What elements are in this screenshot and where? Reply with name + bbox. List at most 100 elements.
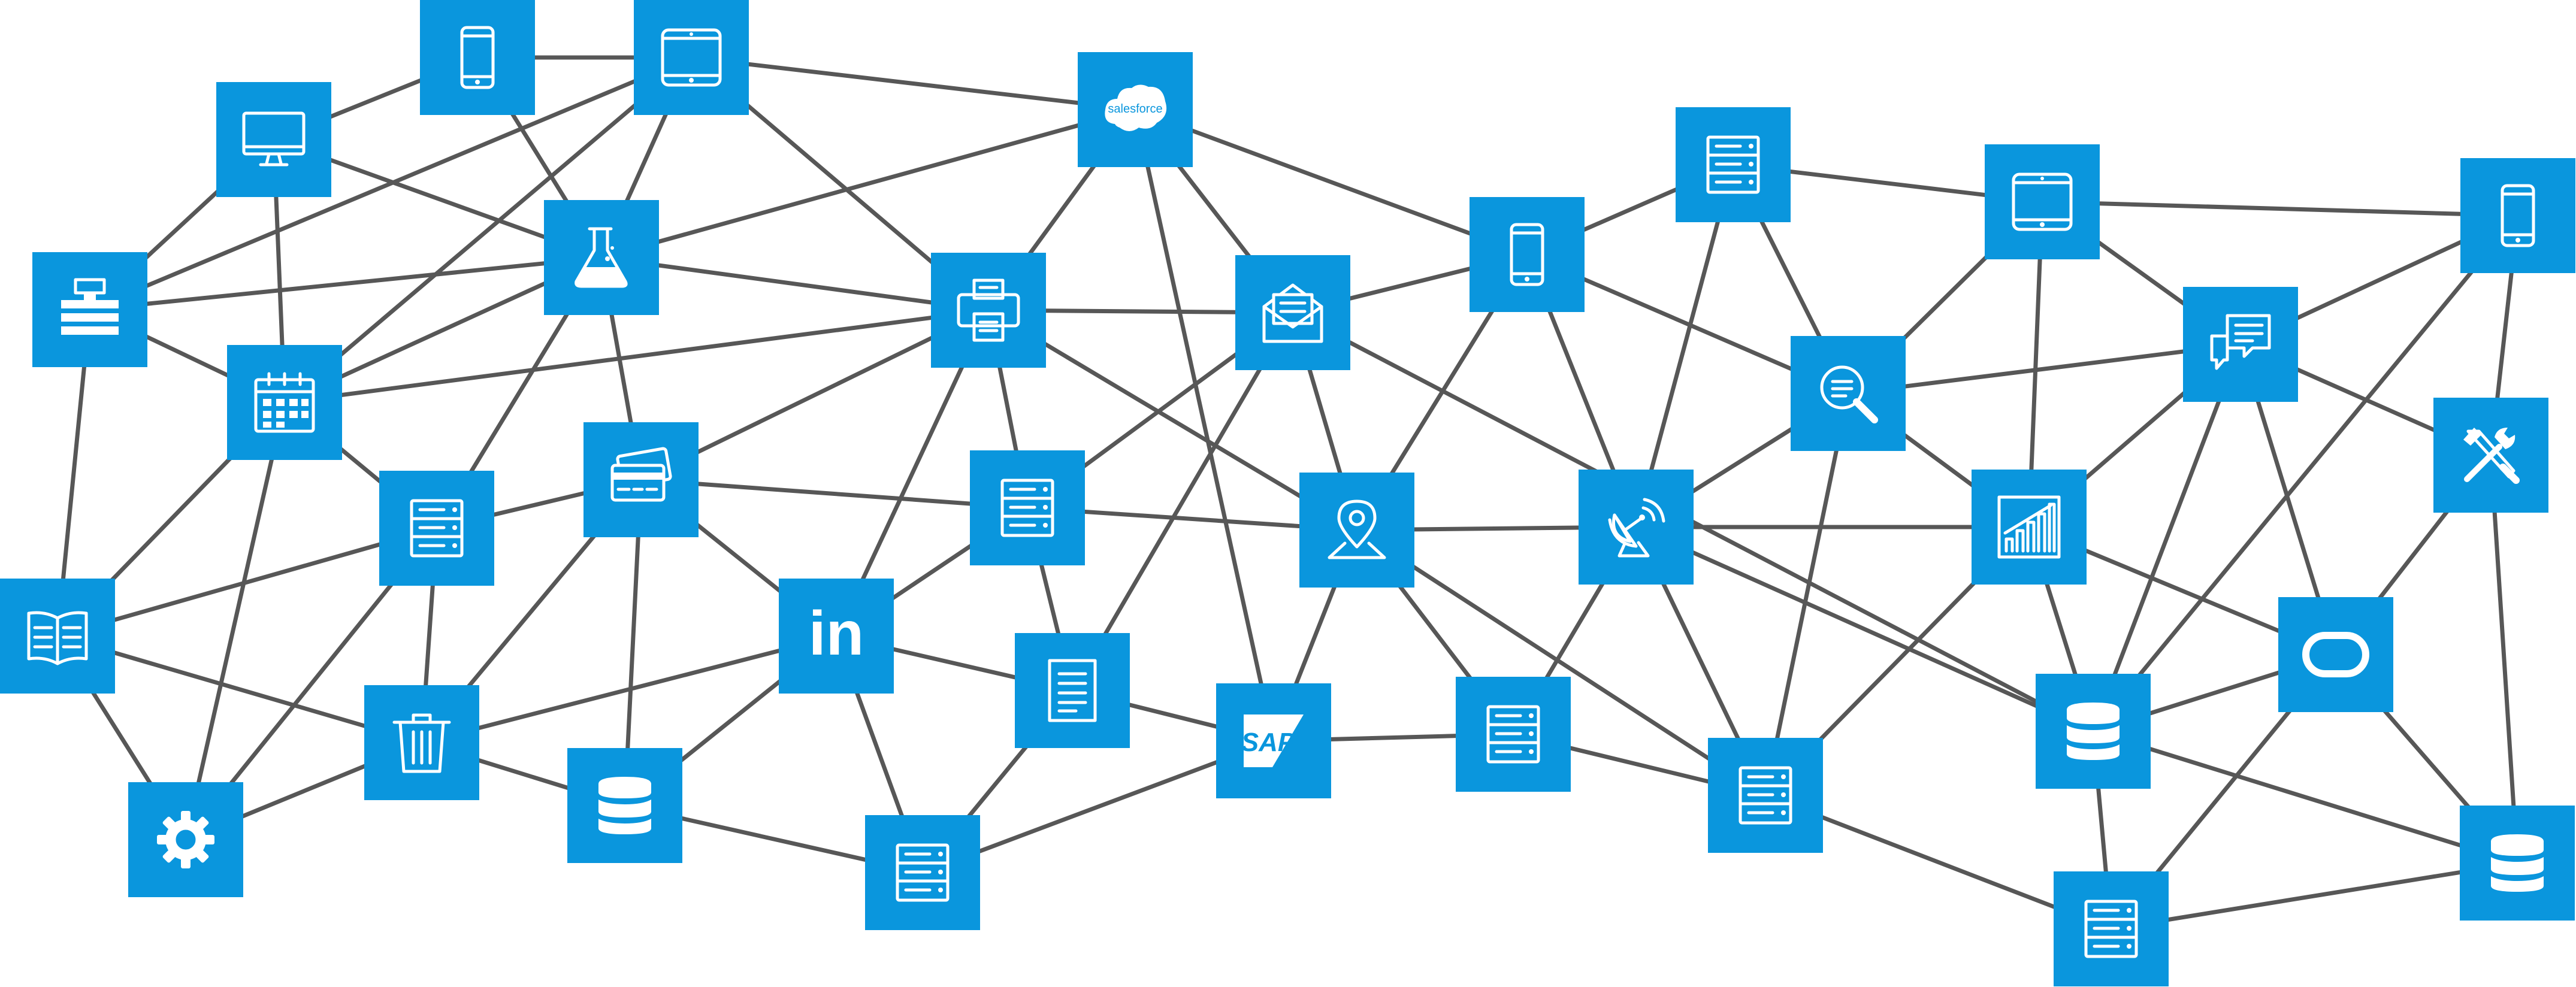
- edge-n33-n29: [2091, 213, 2520, 734]
- sap-logo-icon: [1244, 714, 1304, 767]
- email-envelope-icon: [1262, 283, 1323, 343]
- database-icon: [598, 777, 651, 834]
- edge-n24-n25: [1763, 391, 1851, 798]
- edge-n25-n31: [1846, 342, 2243, 396]
- node-database: [567, 748, 682, 863]
- node-server-rack: [1676, 107, 1791, 222]
- printer-icon: [957, 278, 1020, 342]
- node-satellite-dish: [1579, 470, 1694, 585]
- node-tablet: [1985, 144, 2100, 259]
- node-bar-chart: [1972, 470, 2087, 585]
- bar-chart-icon: [1997, 495, 2061, 559]
- edge-n6-n20: [986, 308, 1359, 532]
- chat-bubbles-icon: [2210, 314, 2271, 370]
- sap-logo-text: SAP: [1241, 728, 1296, 757]
- node-mobile-phone: [2460, 158, 2575, 273]
- node-mobile-phone: [1470, 197, 1585, 312]
- cash-register-icon: [61, 278, 119, 335]
- edge-n0x-n5: [87, 255, 604, 312]
- database-icon: [2067, 703, 2120, 760]
- node-gear: [128, 782, 243, 897]
- edge-n11-n14: [419, 634, 839, 745]
- edge-n6-n9: [639, 308, 991, 482]
- node-server-rack: [970, 450, 1085, 565]
- node-lab-flask: [544, 200, 659, 315]
- node-tools: [2433, 398, 2548, 513]
- gear-icon: [157, 811, 214, 868]
- node-server-rack: [865, 815, 980, 930]
- node-search-document: [1791, 336, 1906, 451]
- node-server-rack: [2054, 871, 2169, 986]
- tablet-icon: [2012, 172, 2073, 231]
- edge-n7-n6: [282, 308, 991, 405]
- edge-n3-n21: [1133, 107, 1529, 257]
- mobile-phone-icon: [460, 26, 495, 89]
- server-rack-icon: [410, 499, 464, 558]
- edge-n23-n29: [1634, 525, 2096, 734]
- lab-flask-icon: [575, 227, 628, 288]
- edge-n8-n10: [55, 526, 439, 638]
- edge-n29-n31: [2091, 342, 2243, 734]
- database-icon: [2491, 834, 2544, 892]
- edge-n2-n3: [689, 55, 1138, 112]
- server-rack-icon: [1486, 705, 1540, 764]
- server-rack-icon: [1739, 766, 1792, 825]
- node-database: [2036, 674, 2151, 789]
- node-mobile-phone: [420, 0, 535, 115]
- node-calendar: [227, 345, 342, 460]
- node-email-envelope: [1235, 255, 1350, 370]
- book-icon: [27, 611, 88, 665]
- node-trash-bin: [364, 685, 479, 800]
- edge-n9-n15: [639, 477, 1030, 510]
- node-database: [2460, 806, 2575, 921]
- edge-n29-n35: [2091, 729, 2520, 865]
- edge-n27-n33: [2040, 199, 2520, 218]
- desktop-monitor-icon: [242, 111, 306, 166]
- node-salesforce-logo: salesforce: [1078, 52, 1193, 167]
- edge-n17-n19: [1070, 310, 1295, 693]
- edge-n24-n30: [1763, 793, 2114, 931]
- server-rack-icon: [896, 843, 950, 902]
- edge-n23-n26: [1634, 162, 1736, 529]
- edge-n16-n18: [920, 738, 1276, 875]
- salesforce-logo-text: salesforce: [1108, 102, 1163, 116]
- node-server-rack: [379, 471, 494, 586]
- server-rack-icon: [1706, 135, 1760, 194]
- satellite-dish-icon: [1608, 498, 1665, 558]
- node-book: [0, 579, 115, 694]
- node-server-rack: [1456, 677, 1571, 792]
- document-icon: [1048, 659, 1097, 722]
- node-map-pin: [1299, 473, 1414, 588]
- server-rack-icon: [1000, 479, 1054, 537]
- edge-n2-n7: [282, 55, 694, 405]
- edge-n10-n11: [55, 634, 424, 745]
- node-server-rack: [1708, 738, 1823, 853]
- linkedin-logo-text: in: [808, 599, 864, 668]
- search-document-icon: [1820, 365, 1878, 423]
- edge-n5-n6: [599, 255, 991, 313]
- node-sap-logo: SAP: [1216, 683, 1331, 798]
- node-chat-bubbles: [2183, 287, 2298, 402]
- node-desktop-monitor: [216, 82, 331, 197]
- node-printer: [931, 253, 1046, 368]
- edge-n2-n0x: [87, 55, 694, 312]
- edge-n3-n18: [1133, 107, 1276, 743]
- oracle-logo-icon: [2302, 632, 2369, 677]
- edge-n7-n12: [183, 400, 287, 842]
- node-cash-register: [32, 252, 147, 367]
- server-rack-icon: [2084, 900, 2138, 958]
- node-tablet: [634, 0, 749, 115]
- calendar-icon: [254, 372, 315, 433]
- mobile-phone-icon: [1510, 223, 1544, 286]
- edge-n20-n24: [1354, 528, 1768, 798]
- edge-n3-n5: [599, 107, 1138, 260]
- trash-bin-icon: [392, 713, 451, 773]
- node-credit-card: [583, 422, 699, 537]
- tools-icon: [2463, 428, 2520, 484]
- mobile-phone-icon: [2501, 184, 2535, 247]
- map-pin-icon: [1328, 499, 1386, 559]
- node-oracle-logo: [2278, 597, 2393, 712]
- credit-card-icon: [610, 447, 672, 502]
- salesforce-logo-icon: [1105, 84, 1167, 131]
